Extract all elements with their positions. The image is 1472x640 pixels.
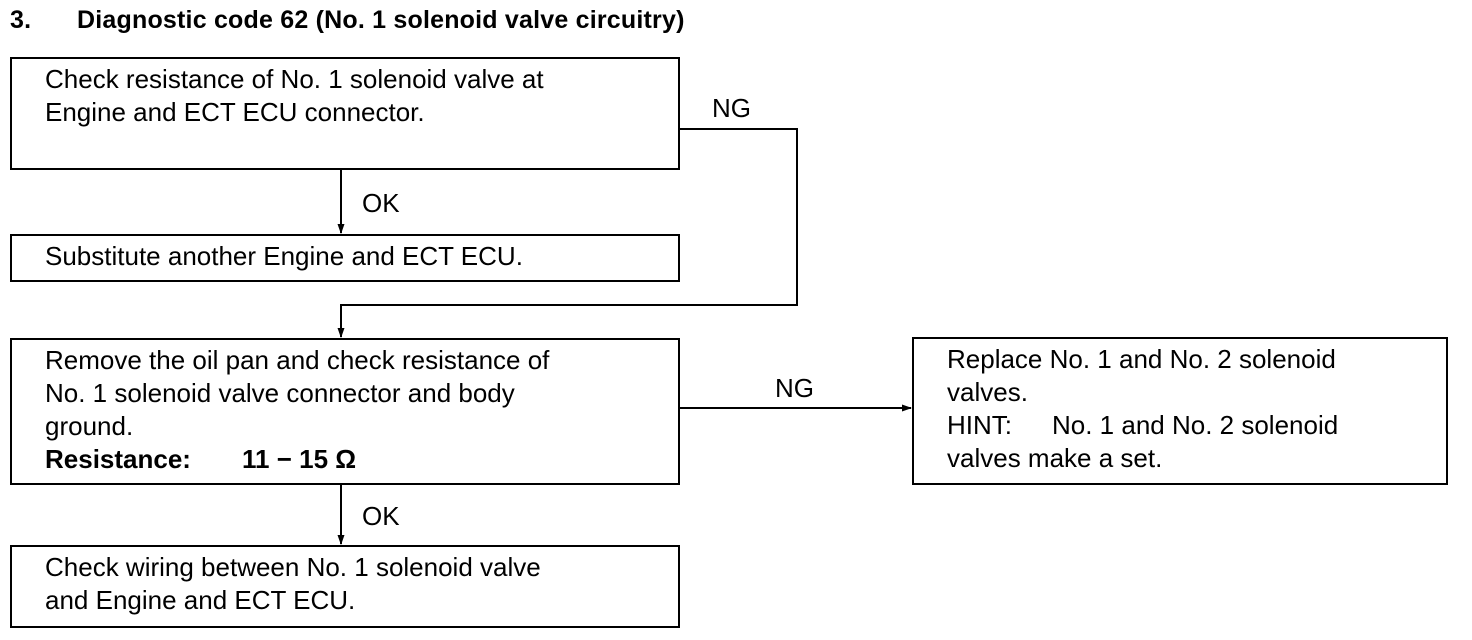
box-text-line: Engine and ECT ECU connector. xyxy=(45,97,425,127)
hint-label: HINT: xyxy=(947,410,1012,440)
diagram-title: 3. Diagnostic code 62 (No. 1 solenoid val… xyxy=(10,6,685,35)
replace-solenoids-box: Replace No. 1 and No. 2 solenoid valves.… xyxy=(912,337,1448,485)
resistance-spec: Resistance: 11 − 15 Ω xyxy=(45,443,668,476)
hint-text-continued: valves make a set. xyxy=(947,443,1163,473)
ng-label-2: NG xyxy=(775,373,814,403)
resistance-value: 11 − 15 Ω xyxy=(242,444,357,474)
check-ecu-connector-box: Check resistance of No. 1 solenoid valve… xyxy=(10,57,680,170)
ok-label-1: OK xyxy=(362,188,400,218)
box-text-line: Substitute another Engine and ECT ECU. xyxy=(45,241,523,271)
box-text-line: Check resistance of No. 1 solenoid valve… xyxy=(45,64,544,94)
box-text-line: Remove the oil pan and check resistance … xyxy=(45,345,550,375)
title-text: Diagnostic code 62 (No. 1 solenoid valve… xyxy=(77,6,685,34)
section-number: 3. xyxy=(10,6,32,34)
ok-label-2: OK xyxy=(362,501,400,531)
hint-text: No. 1 and No. 2 solenoid xyxy=(1052,410,1339,440)
box-text-line: No. 1 solenoid valve connector and body xyxy=(45,378,515,408)
ng-label-1: NG xyxy=(712,93,751,123)
hint-line: HINT: No. 1 and No. 2 solenoid xyxy=(947,409,1436,442)
box-text-line: valves. xyxy=(947,377,1028,407)
substitute-ecu-box: Substitute another Engine and ECT ECU. xyxy=(10,234,680,282)
box-text-line: ground. xyxy=(45,411,134,441)
resistance-label: Resistance: xyxy=(45,444,191,474)
check-wiring-box: Check wiring between No. 1 solenoid valv… xyxy=(10,545,680,628)
box-text-line: Replace No. 1 and No. 2 solenoid xyxy=(947,344,1336,374)
ng-arrow-1 xyxy=(337,128,798,338)
box-text-line: and Engine and ECT ECU. xyxy=(45,585,356,615)
check-solenoid-resistance-box: Remove the oil pan and check resistance … xyxy=(10,338,680,485)
box-text-line: Check wiring between No. 1 solenoid valv… xyxy=(45,552,541,582)
